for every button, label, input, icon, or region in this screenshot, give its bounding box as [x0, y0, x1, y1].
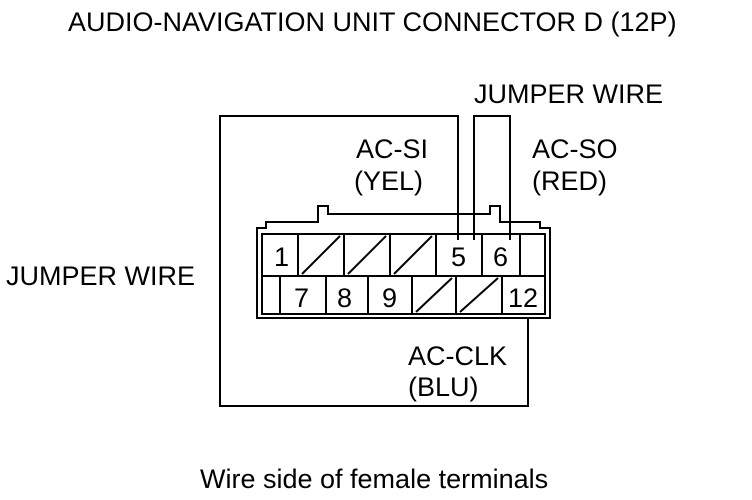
ac-clk-color-label: (BLU) [408, 372, 479, 402]
ac-so-label: AC-SO [532, 134, 618, 164]
terminal-8: 8 [337, 283, 352, 313]
ac-clk-label: AC-CLK [408, 341, 508, 371]
jumper-wire-top-label: JUMPER WIRE [474, 79, 663, 109]
terminal-9: 9 [382, 283, 397, 313]
unused-terminal-slash [347, 235, 387, 275]
terminal-cavity-area [261, 233, 546, 315]
unused-terminal-slash [415, 277, 453, 313]
diagram-title: AUDIO-NAVIGATION UNIT CONNECTOR D (12P) [68, 7, 677, 37]
terminal-7: 7 [294, 283, 309, 313]
ac-so-color-label: (RED) [532, 166, 607, 196]
caption: Wire side of female terminals [200, 464, 549, 494]
terminal-6: 6 [493, 242, 508, 272]
unused-terminal-slash [459, 277, 499, 313]
unused-terminal-slash [393, 235, 433, 275]
unused-terminal-slash [301, 235, 341, 275]
jumper-wire-top [473, 115, 511, 240]
terminal-12: 12 [508, 283, 538, 313]
ac-si-color-label: (YEL) [354, 166, 424, 196]
jumper-wire-left-label: JUMPER WIRE [6, 261, 195, 291]
terminal-1: 1 [274, 242, 289, 272]
ac-si-label: AC-SI [356, 134, 429, 164]
terminal-5: 5 [451, 242, 466, 272]
jumper-wire-left-loop [219, 115, 529, 407]
